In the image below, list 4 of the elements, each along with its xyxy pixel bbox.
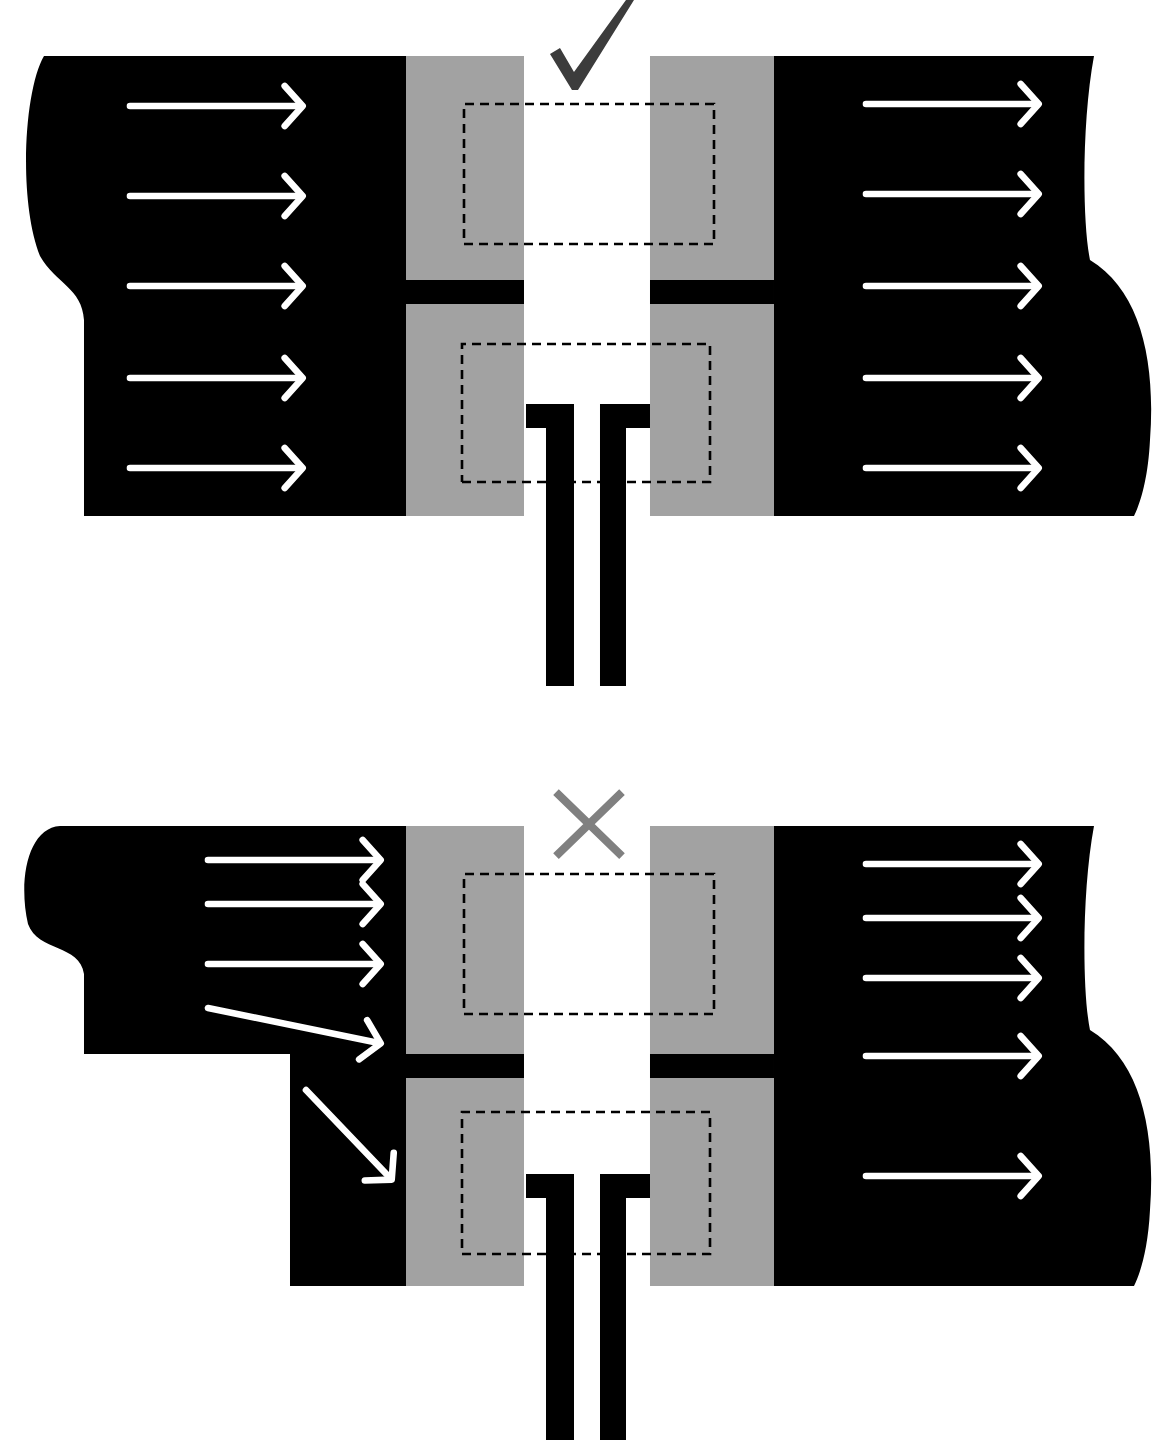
dashed-outline [460,1110,712,1256]
dashed-outline [462,872,716,1016]
dashed-outline [460,342,712,484]
dashed-outline [462,102,716,246]
